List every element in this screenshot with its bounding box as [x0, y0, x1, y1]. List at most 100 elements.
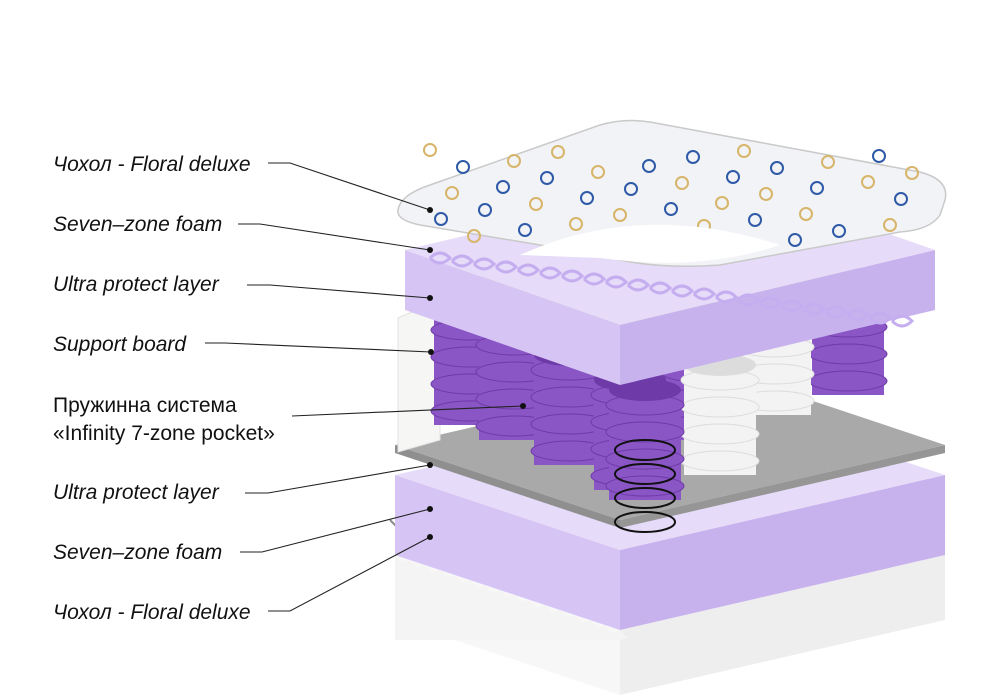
mattress-illustration [389, 119, 947, 695]
marker-dot [427, 207, 433, 213]
cover-pattern-swirl [423, 143, 437, 157]
foam-wave-edge [395, 555, 635, 640]
foam-wave [890, 314, 915, 328]
cover-pattern-swirl [624, 182, 638, 196]
cover-pattern-swirl [580, 191, 594, 205]
label-cover-bottom: Чохол - Floral deluxe [53, 601, 251, 624]
foam-wave [802, 302, 827, 316]
marker-dot [427, 247, 433, 253]
cover-pattern-swirl [872, 149, 886, 163]
cover-pattern-swirl [770, 161, 784, 175]
cover-pattern-swirl [759, 187, 773, 201]
leader-line-foam-bottom [240, 508, 431, 553]
leader-lines [205, 162, 526, 612]
cover-pattern-swirl [821, 155, 835, 169]
foam-wave [626, 278, 651, 292]
foam-wave [758, 296, 783, 310]
support-board [397, 299, 441, 453]
cover-pattern-swirl [507, 154, 521, 168]
cover-pattern-swirl [529, 197, 543, 211]
spring-ring [808, 370, 888, 392]
marker-dot [428, 349, 434, 355]
foam-wave [714, 290, 739, 304]
cover-pattern-swirl [883, 218, 897, 232]
cover-pattern-swirl [445, 186, 459, 200]
cover-pattern-swirl [737, 144, 751, 158]
cover-fold [520, 224, 780, 263]
foam-wave [692, 287, 717, 301]
cover-pattern-swirl [748, 213, 762, 227]
coil-ring [614, 463, 676, 485]
cover-pattern-swirl [591, 165, 605, 179]
label-foam-bottom: Seven–zone foam [53, 541, 222, 564]
label-protect-top: Ultra protect layer [53, 273, 220, 296]
foam-wave [846, 308, 871, 322]
foam-wave [428, 251, 453, 265]
cover-pattern-swirl [434, 212, 448, 226]
foam-wave [824, 305, 849, 319]
bottom-foam-front [395, 475, 620, 630]
coil-ring [614, 511, 676, 533]
marker-dot [520, 403, 526, 409]
leader-line-protect-top [247, 284, 431, 299]
top-foam-front [405, 250, 620, 385]
spring-ring [680, 450, 760, 472]
leader-line-spring-system [291, 405, 524, 417]
bottom-felt-front [395, 445, 620, 528]
coil-ring [614, 439, 676, 461]
foam-wave [604, 275, 629, 289]
cover-pattern-swirl [518, 223, 532, 237]
cover-pattern-swirl [456, 160, 470, 174]
marker-dot [427, 506, 433, 512]
cover-pattern-swirl [664, 202, 678, 216]
foam-wave [494, 260, 519, 274]
label-cover-top: Чохол - Floral deluxe [53, 153, 251, 176]
cover-pattern-swirl [788, 233, 802, 247]
label-spring-system-line2: «Infinity 7-zone pocket» [53, 422, 275, 445]
label-spring-system-line1: Пружинна система [53, 394, 237, 417]
foam-wave [780, 299, 805, 313]
spring-top [609, 379, 681, 401]
cover-pattern-swirl [799, 207, 813, 221]
cover-pattern-swirl [726, 170, 740, 184]
label-support-board: Support board [53, 333, 187, 356]
cover-pattern-swirl [715, 196, 729, 210]
leader-line-foam-top [238, 223, 431, 251]
spring-ring [680, 396, 760, 418]
leader-line-cover-top [268, 162, 431, 211]
coil-ring [614, 487, 676, 509]
foam-wave [560, 269, 585, 283]
cover-pattern-swirl [478, 203, 492, 217]
cover-pattern-swirl [569, 217, 583, 231]
cover-pattern-swirl [496, 180, 510, 194]
cover-pattern-swirl [686, 150, 700, 164]
foam-wave [450, 254, 475, 268]
cover-pattern-swirl [675, 176, 689, 190]
foam-wave [670, 284, 695, 298]
cover-pattern-swirl [613, 208, 627, 222]
label-foam-top: Seven–zone foam [53, 213, 222, 236]
foam-wave [736, 293, 761, 307]
top-foam-side [620, 250, 935, 385]
foam-wave [516, 263, 541, 277]
label-protect-bottom: Ultra protect layer [53, 481, 220, 504]
cover-pattern-swirl [551, 145, 565, 159]
cover-pattern-swirl [894, 192, 908, 206]
foam-wave [648, 281, 673, 295]
spring-ring [605, 421, 685, 443]
foam-wave [472, 257, 497, 271]
marker-dot [427, 534, 433, 540]
foam-wave [582, 272, 607, 286]
cover-pattern-swirl [810, 181, 824, 195]
cover-pattern-swirl [642, 159, 656, 173]
marker-dot [427, 462, 433, 468]
cover-pattern-swirl [540, 171, 554, 185]
leader-line-cover-bottom [268, 536, 431, 612]
spring-ring [808, 343, 888, 365]
cover-pattern-swirl [861, 175, 875, 189]
bottom-felt-side [620, 445, 945, 528]
marker-dot [427, 295, 433, 301]
cover-pattern-swirl [832, 224, 846, 238]
cover-pattern-swirl [467, 229, 481, 243]
